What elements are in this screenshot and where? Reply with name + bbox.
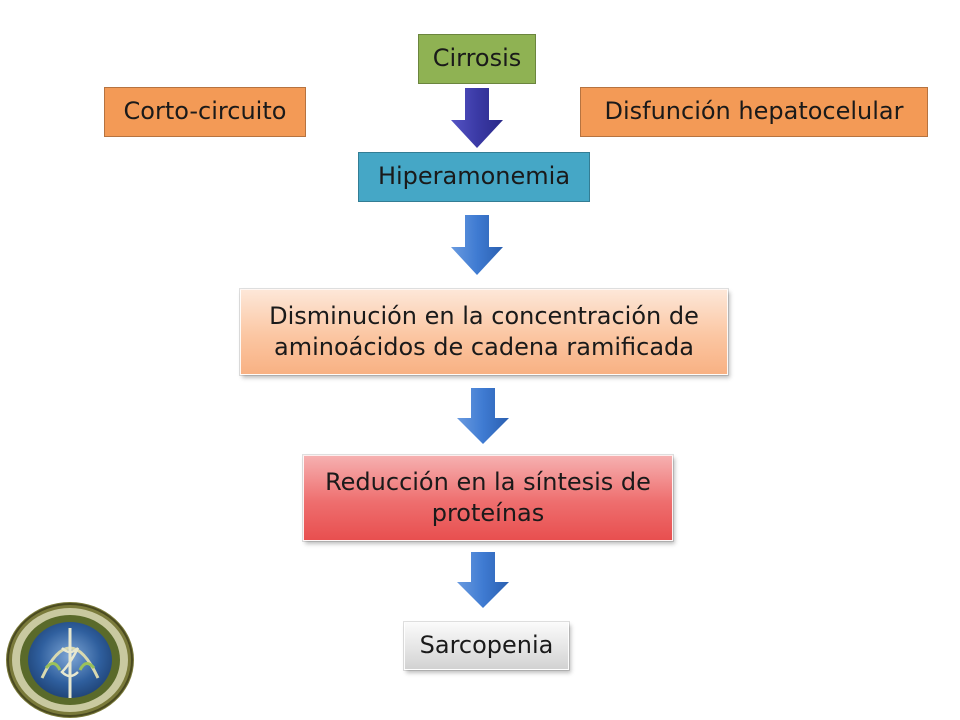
node-hiperamonemia-label: Hiperamonemia — [377, 162, 571, 191]
node-corto-circuito-label: Corto-circuito — [123, 97, 287, 126]
node-cirrosis-label: Cirrosis — [432, 44, 522, 73]
arrow-disminucion-to-reduccion — [457, 388, 509, 444]
node-sarcopenia-label: Sarcopenia — [419, 631, 554, 660]
node-disminucion: Disminución en la concentración de amino… — [240, 289, 728, 375]
node-reduccion: Reducción en la síntesis de proteínas — [303, 455, 673, 541]
node-disfuncion-hepatocelular: Disfunción hepatocelular — [580, 87, 928, 137]
node-corto-circuito: Corto-circuito — [104, 87, 306, 137]
node-cirrosis: Cirrosis — [418, 34, 536, 84]
node-reduccion-line-2: proteínas — [431, 499, 545, 527]
node-sarcopenia: Sarcopenia — [404, 622, 569, 670]
arrow-hiperamonemia-to-disminucion — [451, 215, 503, 275]
node-disminucion-line-1: Disminución en la concentración de — [269, 301, 699, 330]
arrow-reduccion-to-sarcopenia — [457, 552, 509, 608]
institution-seal-logo — [6, 602, 134, 718]
node-disfuncion-label: Disfunción hepatocelular — [604, 97, 904, 126]
arrow-cirrosis-to-hiperamonemia — [451, 88, 503, 148]
node-disminucion-line-2: aminoácidos de cadena ramificada — [274, 333, 694, 361]
node-reduccion-line-1: Reducción en la síntesis de — [325, 467, 651, 496]
node-hiperamonemia: Hiperamonemia — [358, 152, 590, 202]
